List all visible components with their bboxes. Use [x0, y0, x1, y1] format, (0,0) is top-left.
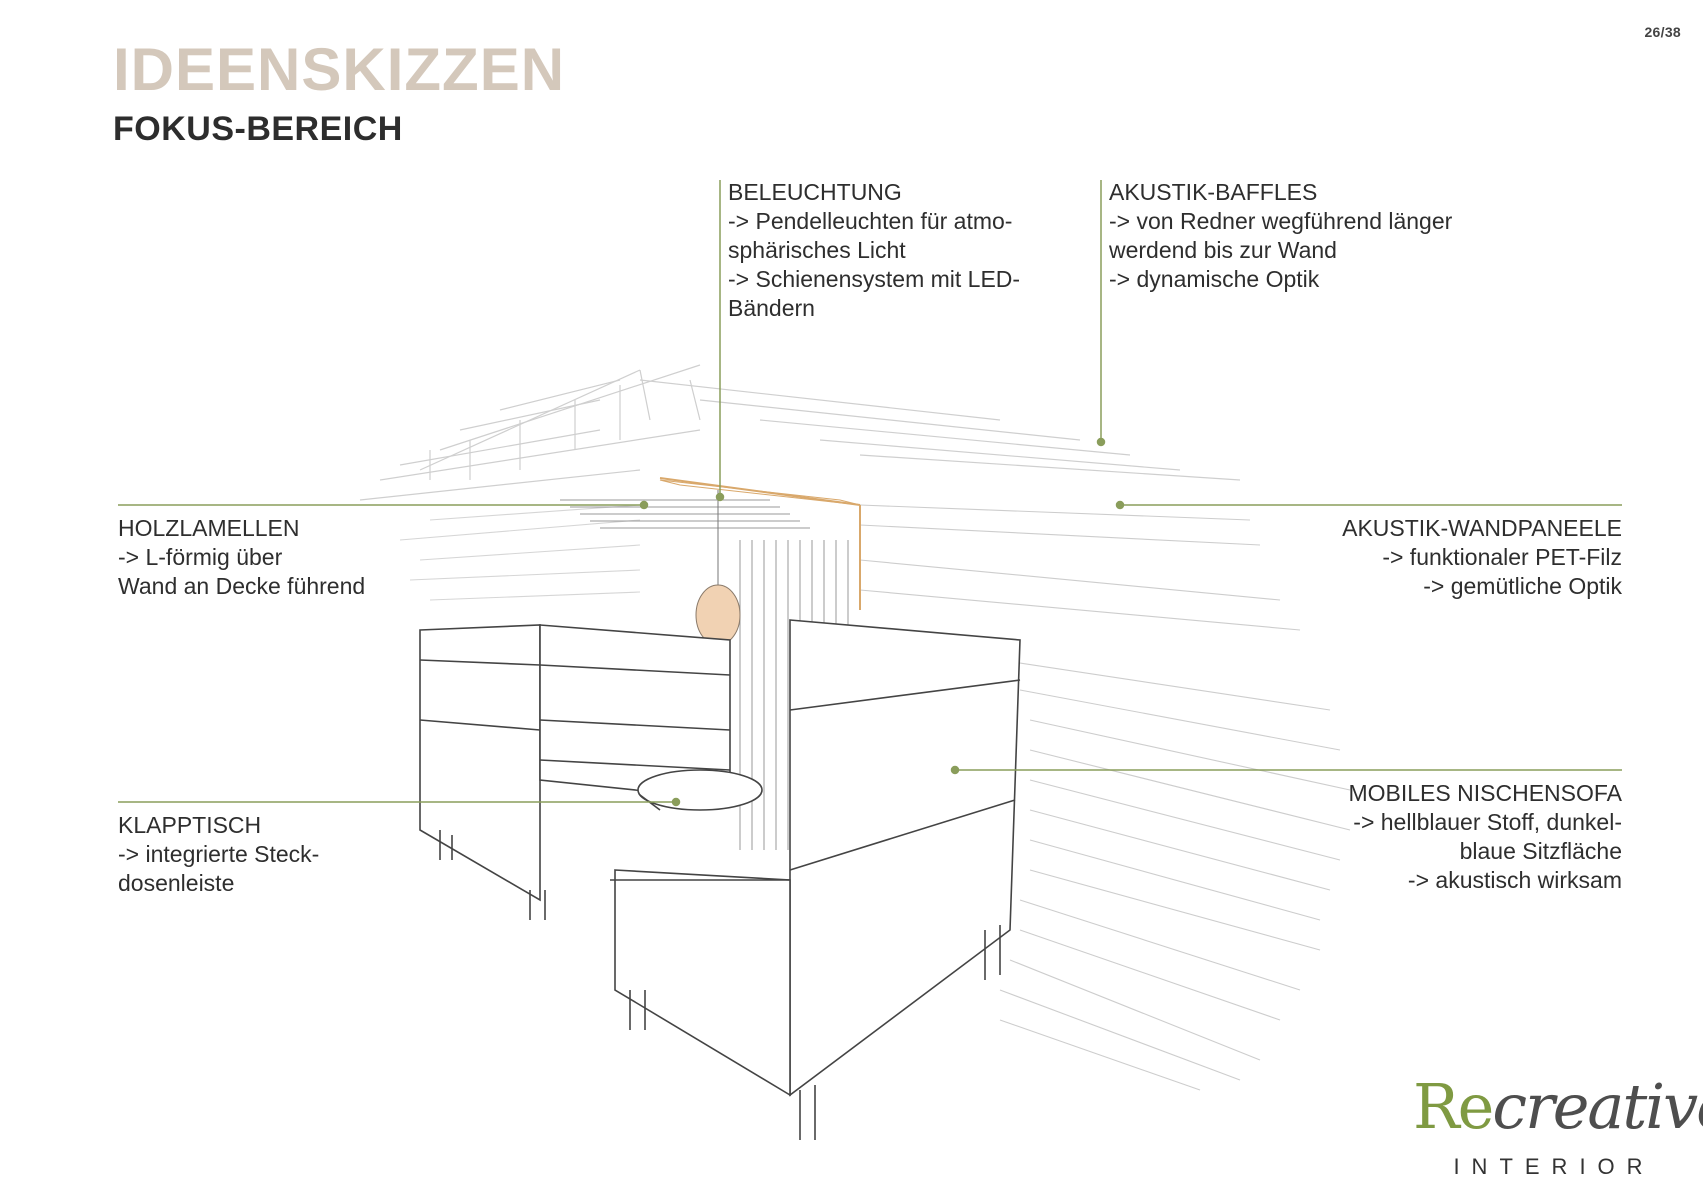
annotation-head: KLAPPTISCH: [118, 812, 262, 838]
annotation-holzlamellen: HOLZLAMELLEN -> L-förmig über Wand an De…: [118, 514, 365, 601]
annotation-line: -> Schienensystem mit LED-: [728, 266, 1021, 292]
right-wall-panels: [859, 504, 1351, 1091]
page-title: IDEENSKIZZEN: [113, 36, 566, 103]
annotation-line: -> dynamische Optik: [1109, 266, 1320, 292]
annotation-akustik-baffles: AKUSTIK-BAFFLES -> von Redner wegführend…: [1109, 178, 1452, 294]
annotation-line: blaue Sitzfläche: [1459, 838, 1622, 864]
annotation-mobiles-nischensofa: MOBILES NISCHENSOFA -> hellblauer Stoff,…: [1348, 779, 1622, 895]
annotation-head: MOBILES NISCHENSOFA: [1348, 780, 1622, 806]
wood-slats: [560, 477, 861, 850]
logo-wordmark: Recreative: [1413, 1076, 1703, 1138]
annotation-line: -> akustisch wirksam: [1407, 867, 1622, 893]
annotation-head: BELEUCHTUNG: [728, 179, 902, 205]
logo-rest: creative: [1492, 1070, 1703, 1143]
pendant-lamp: [695, 490, 741, 646]
page-number: 26/38: [1644, 24, 1681, 40]
annotation-line: sphärisches Licht: [728, 237, 906, 263]
annotation-line: -> L-förmig über: [118, 544, 283, 570]
brand-logo: Recreative INTERIOR: [1413, 1076, 1703, 1180]
annotation-line: -> integrierte Steck-: [118, 841, 320, 867]
annotation-line: -> gemütliche Optik: [1423, 573, 1622, 599]
annotation-line: werdend bis zur Wand: [1109, 237, 1337, 263]
logo-accent: Re: [1413, 1070, 1494, 1143]
page-subtitle: FOKUS-BEREICH: [113, 110, 403, 148]
left-wall-lines: [399, 504, 641, 601]
annotation-line: -> von Redner wegführend länger: [1109, 208, 1453, 234]
annotation-line: Bändern: [728, 295, 815, 321]
logo-subline: INTERIOR: [1453, 1154, 1655, 1179]
annotation-line: -> funktionaler PET-Filz: [1382, 544, 1622, 570]
sofa-left: [419, 624, 731, 920]
annotation-akustik-wandpaneele: AKUSTIK-WANDPANEELE -> funktionaler PET-…: [1342, 514, 1622, 601]
annotation-head: HOLZLAMELLEN: [118, 515, 300, 541]
annotation-klapptisch: KLAPPTISCH -> integrierte Steck- dosenle…: [118, 811, 319, 898]
sofa-right: [610, 619, 1021, 1140]
annotation-line: -> Pendelleuchten für atmo-: [728, 208, 1013, 234]
ceiling-baffles: [359, 364, 1241, 501]
annotation-leaders: [118, 180, 1622, 807]
annotation-head: AKUSTIK-BAFFLES: [1109, 179, 1318, 205]
annotation-line: dosenleiste: [118, 870, 235, 896]
annotation-beleuchtung: BELEUCHTUNG -> Pendelleuchten für atmo- …: [728, 178, 1020, 323]
annotation-head: AKUSTIK-WANDPANEELE: [1342, 515, 1622, 541]
fold-table: [637, 769, 763, 811]
annotation-line: Wand an Decke führend: [118, 573, 366, 599]
annotation-line: -> hellblauer Stoff, dunkel-: [1353, 809, 1622, 835]
